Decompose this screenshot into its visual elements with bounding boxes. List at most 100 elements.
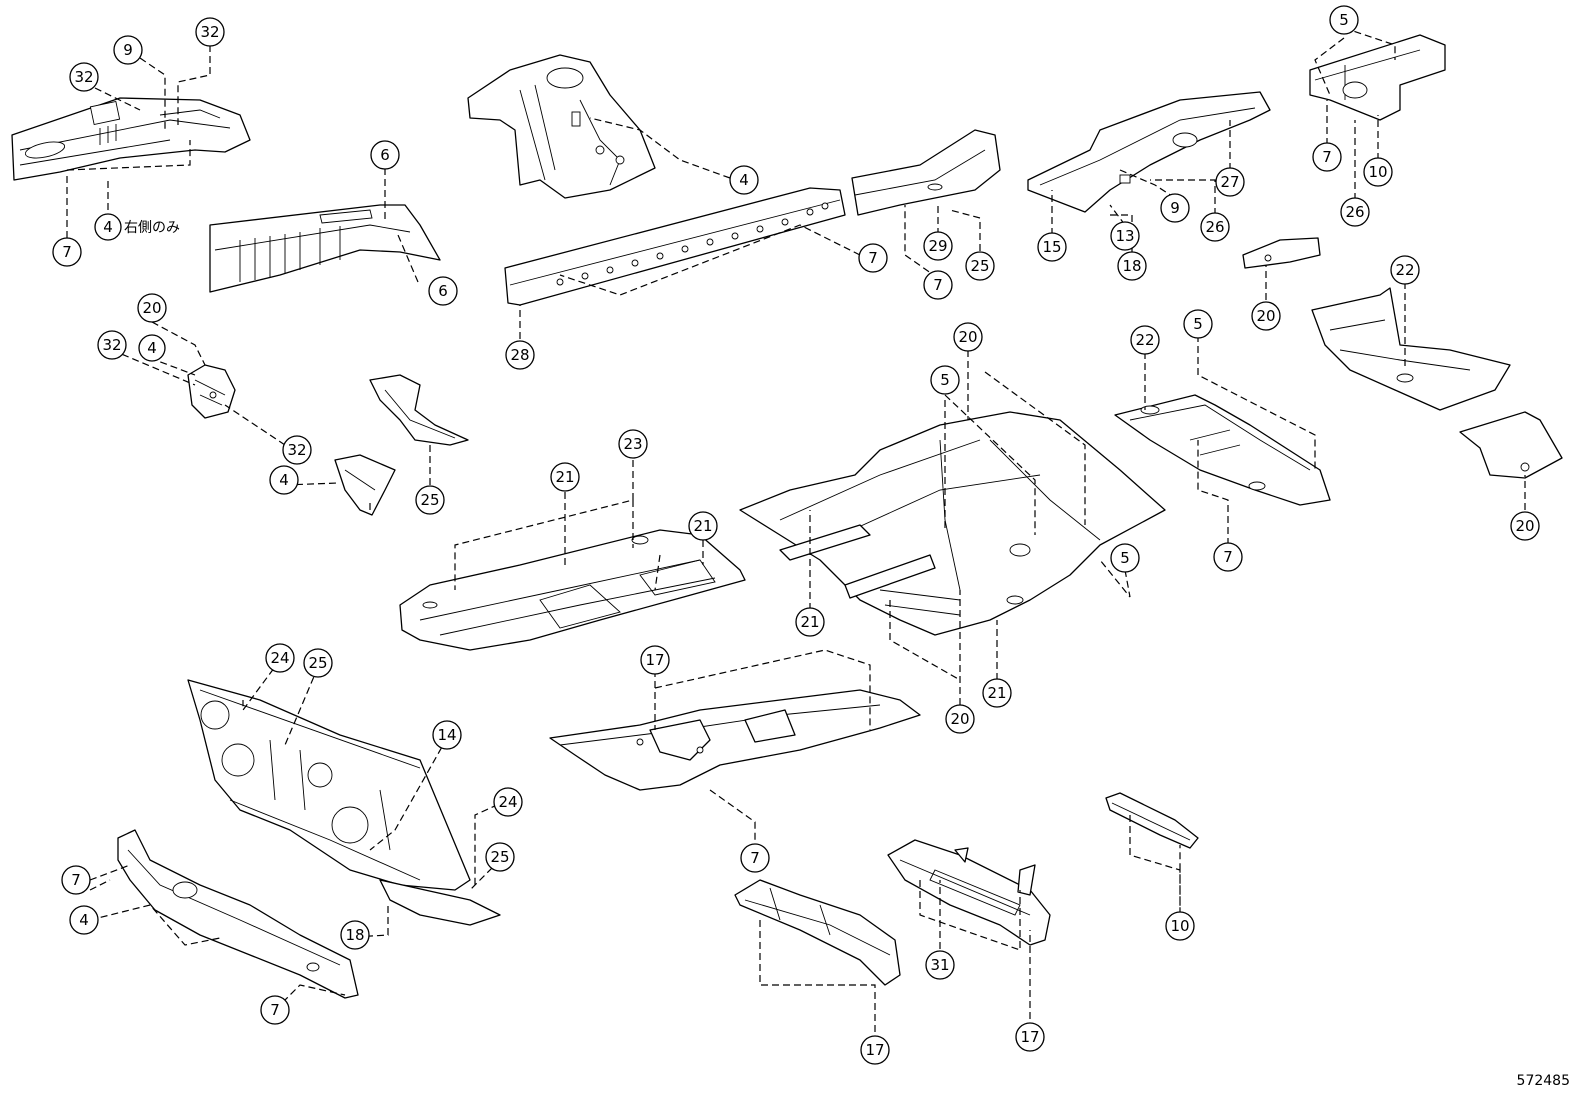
- svg-text:21: 21: [555, 468, 574, 486]
- callout-22: 22: [1390, 255, 1420, 285]
- svg-text:15: 15: [1042, 238, 1061, 256]
- callout-17: 17: [1015, 1022, 1045, 1052]
- svg-text:29: 29: [928, 237, 947, 255]
- callout-20: 20: [137, 293, 167, 323]
- svg-text:20: 20: [142, 299, 161, 317]
- callout-4: 4: [69, 905, 99, 935]
- svg-text:4: 4: [79, 911, 89, 929]
- rear-bracket: [1309, 34, 1446, 121]
- callout-15: 15: [1037, 232, 1067, 262]
- right-side-only-note: 右側のみ: [124, 220, 180, 236]
- callout-32: 32: [282, 435, 312, 465]
- svg-text:24: 24: [498, 793, 517, 811]
- svg-text:32: 32: [102, 336, 121, 354]
- callout-25: 25: [965, 251, 995, 281]
- callout-24: 24: [493, 787, 523, 817]
- svg-text:17: 17: [645, 651, 664, 669]
- callout-21: 21: [795, 607, 825, 637]
- svg-text:32: 32: [287, 441, 306, 459]
- callout-7: 7: [858, 243, 888, 273]
- parts-layer: [11, 34, 1563, 999]
- svg-text:18: 18: [1122, 257, 1141, 275]
- svg-text:5: 5: [1339, 11, 1349, 29]
- svg-text:5: 5: [1193, 315, 1203, 333]
- apron-panel: [209, 204, 441, 293]
- svg-text:25: 25: [420, 491, 439, 509]
- svg-text:22: 22: [1135, 331, 1154, 349]
- callout-29: 29: [923, 231, 953, 261]
- svg-text:13: 13: [1115, 227, 1134, 245]
- svg-text:25: 25: [970, 257, 989, 275]
- svg-text:4: 4: [279, 471, 289, 489]
- svg-text:7: 7: [62, 243, 72, 261]
- upper-member: [851, 129, 1001, 216]
- callout-5: 5: [1110, 543, 1140, 573]
- gusset-4: [334, 454, 396, 516]
- callout-7: 7: [61, 865, 91, 895]
- callout-21: 21: [982, 678, 1012, 708]
- callout-26: 26: [1340, 197, 1370, 227]
- small-plate-upper: [1242, 237, 1321, 269]
- callout-32: 32: [195, 17, 225, 47]
- gusset-25: [369, 374, 469, 446]
- callout-25: 25: [485, 842, 515, 872]
- svg-text:9: 9: [123, 41, 133, 59]
- callout-20: 20: [953, 322, 983, 352]
- svg-text:27: 27: [1220, 173, 1239, 191]
- svg-text:14: 14: [437, 726, 456, 744]
- callout-7: 7: [1213, 542, 1243, 572]
- svg-text:21: 21: [693, 517, 712, 535]
- svg-text:32: 32: [200, 23, 219, 41]
- callout-9: 9: [113, 35, 143, 65]
- svg-text:23: 23: [623, 435, 642, 453]
- callout-18: 18: [340, 920, 370, 950]
- svg-text:10: 10: [1368, 163, 1387, 181]
- callout-10: 10: [1363, 157, 1393, 187]
- callout-24: 24: [265, 643, 295, 673]
- svg-text:9: 9: [1170, 199, 1180, 217]
- callout-10: 10: [1165, 911, 1195, 941]
- svg-text:22: 22: [1395, 261, 1414, 279]
- svg-text:7: 7: [1223, 548, 1233, 566]
- svg-text:4: 4: [739, 171, 749, 189]
- callout-23: 23: [618, 429, 648, 459]
- callout-7: 7: [52, 237, 82, 267]
- svg-text:7: 7: [868, 249, 878, 267]
- svg-text:7: 7: [71, 871, 81, 889]
- cross-member-31: [887, 839, 1051, 946]
- callout-6: 6: [428, 276, 458, 306]
- callout-13: 13: [1110, 221, 1140, 251]
- bracket-left-middle: [187, 364, 236, 419]
- callout-20: 20: [1251, 301, 1281, 331]
- leader-lines: [66, 27, 1526, 1040]
- rear-cross-member: [734, 879, 901, 986]
- callout-9: 9: [1160, 193, 1190, 223]
- callout-17: 17: [860, 1035, 890, 1065]
- svg-text:20: 20: [950, 710, 969, 728]
- floor-tunnel-panel: [549, 689, 921, 791]
- svg-text:10: 10: [1170, 917, 1189, 935]
- svg-text:4: 4: [103, 218, 113, 236]
- svg-text:5: 5: [1120, 549, 1130, 567]
- svg-text:25: 25: [490, 848, 509, 866]
- callout-20: 20: [945, 704, 975, 734]
- callout-4: 4: [138, 334, 166, 362]
- svg-text:7: 7: [933, 276, 943, 294]
- svg-text:25: 25: [308, 654, 327, 672]
- svg-text:7: 7: [1322, 148, 1332, 166]
- dash-panel: [187, 679, 501, 926]
- callout-7: 7: [923, 270, 953, 300]
- svg-text:20: 20: [1256, 307, 1275, 325]
- front-cross-member: [117, 829, 359, 999]
- callout-20: 20: [1510, 511, 1540, 541]
- callout-26: 26: [1200, 212, 1230, 242]
- callout-14: 14: [432, 720, 462, 750]
- callout-5: 5: [930, 365, 960, 395]
- rear-side-member: [1027, 91, 1271, 213]
- svg-text:26: 26: [1205, 218, 1224, 236]
- callout-7: 7: [740, 843, 770, 873]
- svg-text:20: 20: [1515, 517, 1534, 535]
- front-floor-panel: [399, 529, 746, 651]
- callout-22: 22: [1130, 325, 1160, 355]
- svg-text:4: 4: [147, 339, 157, 357]
